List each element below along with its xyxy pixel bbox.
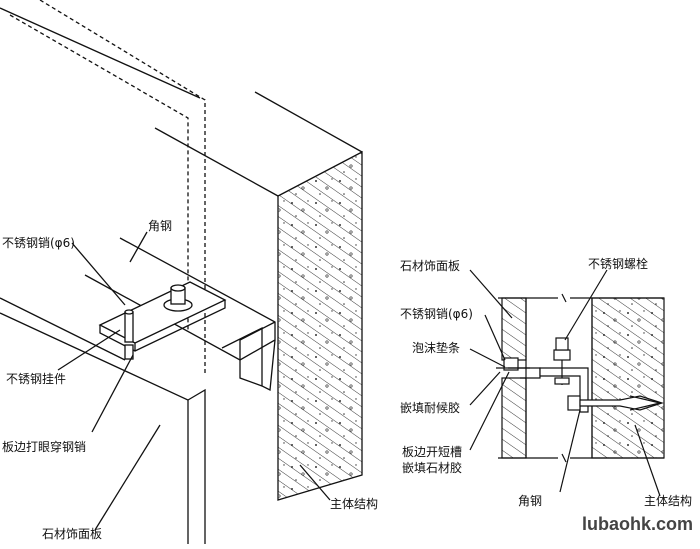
- label-right-panel: 石材饰面板: [400, 259, 460, 273]
- right-section-detail: [469, 269, 665, 497]
- label-left-hole: 板边打眼穿钢销: [2, 439, 86, 454]
- label-right-sealant: 嵌填耐候胶: [400, 400, 460, 415]
- angle-steel: [84, 237, 276, 392]
- section-anchor-bolt: [567, 395, 664, 411]
- label-left-structure: 主体结构: [330, 496, 378, 511]
- section-main-structure: [591, 297, 665, 459]
- label-left-panel: 石材饰面板: [42, 527, 102, 541]
- label-right-foam: 泡沫垫条: [412, 340, 460, 355]
- label-right-slot-2: 嵌填石材胶: [402, 460, 462, 475]
- label-left-pin: 不锈钢销(φ6): [2, 236, 75, 250]
- left-isometric-detail: [0, 0, 363, 544]
- section-bolt: [553, 337, 571, 385]
- stainless-hanger-plate: [98, 281, 227, 352]
- label-left-angle-steel: 角钢: [148, 219, 172, 233]
- label-right-angle-steel: 角钢: [518, 494, 542, 508]
- section-stone-panel: [501, 297, 527, 459]
- main-structure-wall: [277, 150, 363, 501]
- label-right-structure: 主体结构: [644, 493, 692, 508]
- lower-stone-panel: [0, 297, 206, 544]
- label-left-hanger: 不锈钢挂件: [6, 372, 66, 386]
- label-right-bolt: 不锈钢螺栓: [588, 256, 648, 271]
- label-right-pin: 不锈钢销(φ6): [400, 307, 473, 321]
- stainless-bolt: [163, 284, 193, 312]
- watermark-text: lubaohk.com: [582, 514, 693, 534]
- stainless-pin: [124, 309, 134, 360]
- label-right-slot-1: 板边开短槽: [402, 445, 462, 459]
